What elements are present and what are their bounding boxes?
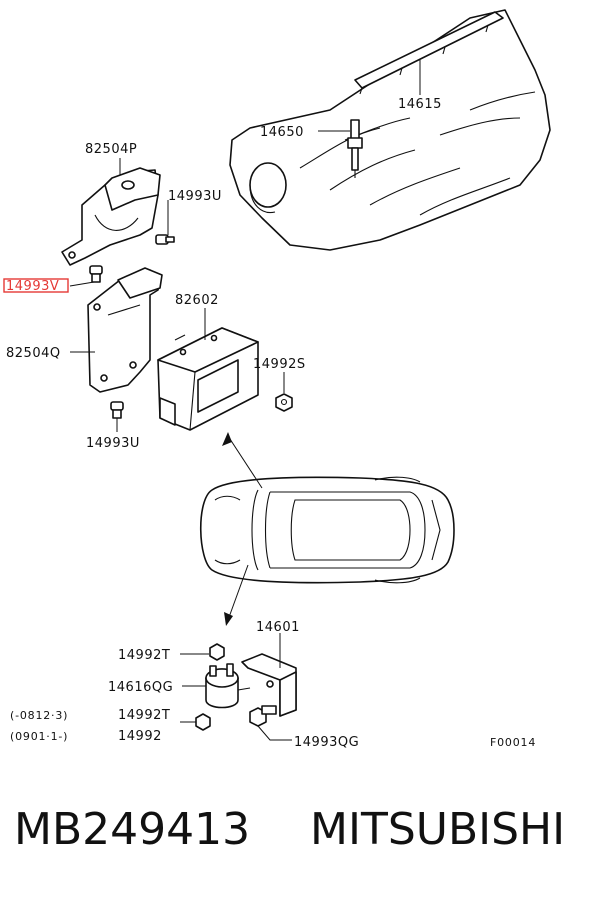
- label-14992T-lower[interactable]: 14992T: [118, 708, 170, 723]
- label-14616QG[interactable]: 14616QG: [108, 680, 173, 695]
- parts-diagram: 14615 14650 82504P 14993U 14993V: [3, 9, 551, 750]
- vehicle-outline: [199, 476, 455, 584]
- label-82504P[interactable]: 82504P: [85, 142, 137, 157]
- footer-part-number: MB249413: [14, 804, 251, 855]
- relay-14616QG: [205, 663, 251, 709]
- rail-14615: [354, 11, 504, 95]
- glow-plug-14650: [347, 119, 363, 178]
- bracket-82504P: [61, 167, 161, 266]
- control-unit-82602: [157, 327, 259, 431]
- bolt-14993U-top: [155, 234, 175, 245]
- bracket-82504Q: [87, 267, 163, 393]
- label-range-1: (-0812·3): [10, 709, 68, 722]
- leader-14993QG: [257, 725, 292, 741]
- highlight-14993V: [3, 278, 69, 293]
- label-14992[interactable]: 14992: [118, 729, 162, 744]
- arrow-to-relay: [224, 564, 249, 626]
- footer-brand: MITSUBISHI: [310, 804, 566, 855]
- bolt-14993U-bottom: [110, 401, 124, 419]
- label-14993U-top[interactable]: 14993U: [168, 189, 222, 204]
- nut-14992T-top: [209, 643, 225, 661]
- label-14992S[interactable]: 14992S: [253, 357, 306, 372]
- figure-code: F00014: [490, 736, 536, 749]
- nut-14992S: [275, 393, 293, 412]
- arrow-to-control-unit: [222, 432, 263, 489]
- label-range-2: (0901·1-): [10, 730, 68, 743]
- label-14993QG[interactable]: 14993QG: [294, 735, 359, 750]
- engine-cylinder-head: [229, 9, 551, 251]
- label-14993V[interactable]: 14993V: [6, 279, 59, 294]
- label-14993U-bottom[interactable]: 14993U: [86, 436, 140, 451]
- nut-14992T-lower: [195, 713, 211, 731]
- label-82602[interactable]: 82602: [175, 293, 219, 308]
- bolt-14993QG: [249, 705, 277, 727]
- bolt-14993V: [89, 265, 103, 283]
- label-14650[interactable]: 14650: [260, 125, 304, 140]
- label-82504Q[interactable]: 82504Q: [6, 346, 61, 361]
- label-14992T-top[interactable]: 14992T: [118, 648, 170, 663]
- bracket-14601: [241, 653, 297, 717]
- leader-14993V: [69, 281, 95, 287]
- label-14601[interactable]: 14601: [256, 620, 300, 635]
- label-14615[interactable]: 14615: [398, 97, 442, 112]
